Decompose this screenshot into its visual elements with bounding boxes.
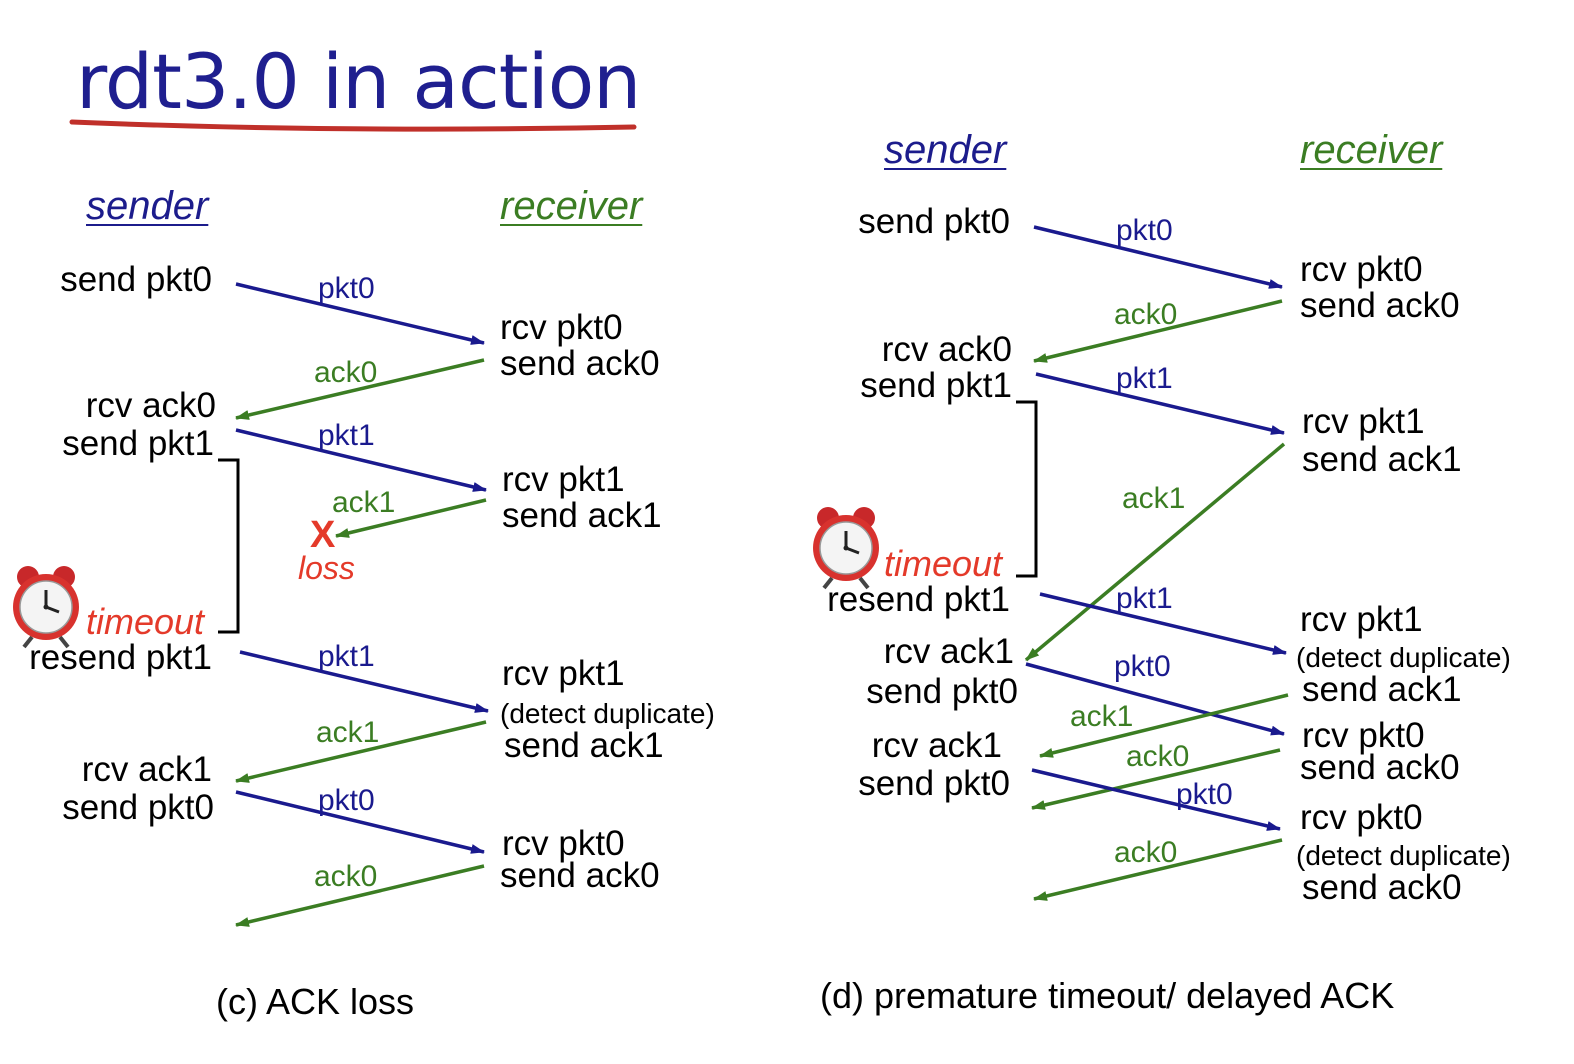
message-label: ack1: [316, 716, 380, 749]
arrow-pkt0-3: [1031, 768, 1281, 831]
receiver-event: send ack1: [1302, 670, 1462, 709]
receiver-event: rcv pkt0: [500, 308, 623, 347]
receiver-event: (detect duplicate): [1296, 642, 1511, 673]
receiver-event: rcv pkt0: [502, 824, 625, 863]
sender-event: rcv ack0: [881, 330, 1012, 369]
arrow-ack0-3: [1033, 838, 1283, 901]
sender-event: rcv ack1: [81, 750, 212, 789]
receiver-event: send ack1: [504, 726, 664, 765]
message-label: pkt0: [318, 272, 375, 305]
title-underline: [69, 119, 637, 132]
arrow-ack0: [1033, 299, 1283, 363]
receiver-event: send ack1: [1302, 440, 1462, 479]
message-label: pkt0: [1176, 778, 1233, 811]
alarm-clock-icon: [11, 564, 81, 649]
message-label: ack1: [1070, 700, 1134, 733]
message-label: ack0: [314, 356, 378, 389]
arrow-ack0: [235, 358, 485, 420]
caption: (c) ACK loss: [216, 981, 415, 1022]
receiver-event: send ack0: [1300, 748, 1460, 787]
receiver-event: (detect duplicate): [500, 698, 715, 729]
message-label: ack1: [1122, 482, 1186, 515]
sender-event: rcv ack1: [871, 726, 1002, 765]
caption: (d) premature timeout/ delayed ACK: [820, 975, 1395, 1016]
message-label: pkt0: [1114, 650, 1171, 683]
timeout-label: timeout: [884, 543, 1003, 584]
receiver-event: send ack0: [1302, 868, 1462, 907]
message-label: pkt1: [1116, 582, 1173, 615]
loss-x-icon: X: [310, 514, 336, 556]
arrow-pkt0: [235, 282, 485, 345]
arrow-ack1-dup: [1039, 693, 1289, 758]
timeout-bracket: [1016, 400, 1038, 578]
message-label: pkt0: [1116, 214, 1173, 247]
sender-event: send pkt0: [858, 202, 1010, 241]
receiver-event: send ack0: [500, 856, 660, 895]
receiver-header: receiver: [1300, 128, 1443, 172]
arrow-ack1-delayed: [1024, 442, 1286, 662]
arrow-pkt1: [1035, 372, 1285, 435]
arrow-pkt1: [235, 428, 487, 492]
sender-event: rcv ack0: [85, 386, 216, 425]
sender-event: send pkt0: [62, 788, 214, 827]
receiver-event: rcv pkt0: [1302, 716, 1425, 755]
timeout-label: timeout: [86, 601, 205, 642]
sender-event: rcv ack1: [883, 632, 1014, 671]
sender-event: send pkt0: [866, 672, 1018, 711]
receiver-event: rcv pkt1: [502, 460, 625, 499]
receiver-event: rcv pkt0: [1300, 798, 1423, 837]
message-label: pkt1: [318, 640, 375, 673]
arrow-ack0-2: [235, 864, 485, 927]
loss-label: loss: [298, 550, 355, 586]
message-label: ack1: [332, 486, 396, 519]
receiver-event: (detect duplicate): [1296, 840, 1511, 871]
arrow-pkt1-resend: [1039, 592, 1287, 655]
message-label: ack0: [1114, 298, 1178, 331]
page-title: rdt3.0 in action: [76, 37, 641, 126]
arrow-ack0-2: [1031, 748, 1281, 810]
message-label: pkt0: [318, 784, 375, 817]
sender-event: send pkt1: [860, 366, 1012, 405]
receiver-event: rcv pkt1: [502, 654, 625, 693]
receiver-event: send ack1: [502, 496, 662, 535]
receiver-event: rcv pkt0: [1300, 250, 1423, 289]
receiver-event: rcv pkt1: [1300, 600, 1423, 639]
arrow-pkt0-2: [1025, 662, 1285, 736]
alarm-clock-icon: [811, 505, 881, 590]
sender-event: send pkt1: [62, 424, 214, 463]
arrow-ack1-dup: [235, 720, 487, 783]
sender-event: send pkt0: [60, 260, 212, 299]
arrow-pkt0-2: [235, 790, 485, 854]
receiver-event: rcv pkt1: [1302, 402, 1425, 441]
message-label: ack0: [1126, 740, 1190, 773]
timeout-bracket: [218, 458, 240, 634]
sender-header: sender: [86, 184, 209, 228]
sender-event: resend pkt1: [827, 580, 1010, 619]
sender-event: resend pkt1: [29, 638, 212, 677]
arrow-pkt1-resend: [239, 650, 489, 713]
sender-header: sender: [884, 128, 1007, 172]
message-label: pkt1: [318, 419, 375, 452]
receiver-event: send ack0: [1300, 286, 1460, 325]
receiver-event: send ack0: [500, 344, 660, 383]
sender-event: send pkt0: [858, 764, 1010, 803]
message-label: pkt1: [1116, 362, 1173, 395]
receiver-header: receiver: [500, 184, 643, 228]
message-label: ack0: [1114, 836, 1178, 869]
message-label: ack0: [314, 860, 378, 893]
arrow-pkt0: [1033, 225, 1283, 289]
arrow-ack1-lost: [335, 498, 487, 538]
